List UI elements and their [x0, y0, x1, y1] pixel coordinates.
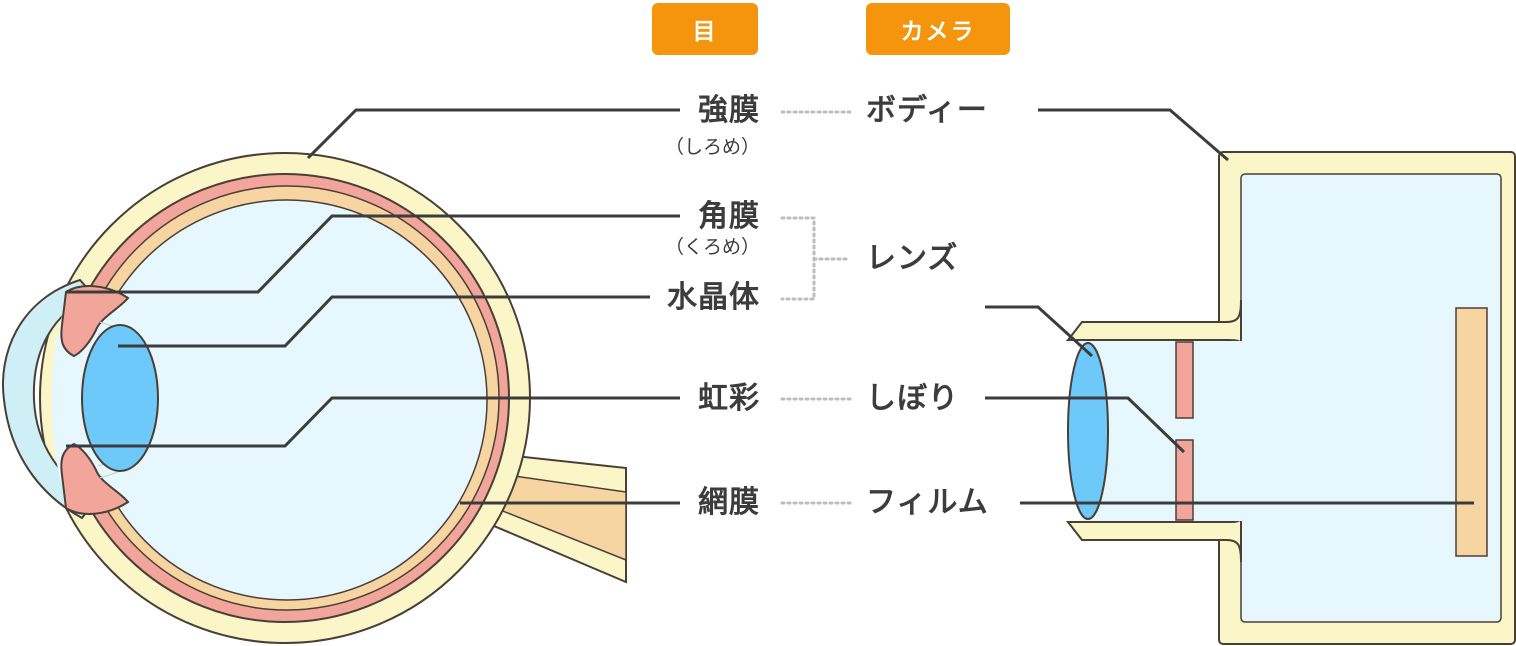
leader-iris: [66, 396, 680, 448]
leader-aperture: [985, 396, 1186, 454]
cornea-shape: [2, 278, 98, 520]
label-camera-body: ボディー: [866, 93, 988, 128]
label-camera-lens: レンズ: [866, 241, 959, 276]
label-cornea-reading: （くろめ）: [664, 236, 760, 258]
leader-cornea: [66, 214, 680, 294]
label-sclera-reading: （しろめ）: [664, 136, 760, 158]
label-sclera: 強膜: [698, 93, 760, 128]
lens-barrel-upper: [1065, 299, 1242, 347]
film-shape: [1455, 307, 1488, 557]
aperture-upper: [1175, 341, 1194, 419]
leader-lens: [118, 295, 650, 348]
dotted-connectors: [780, 110, 852, 505]
aperture-lower: [1175, 439, 1194, 521]
label-crystalline-lens: 水晶体: [667, 280, 760, 315]
lens-barrel-lower: [1065, 515, 1242, 563]
crystalline-lens-shape: [81, 324, 159, 472]
iris-lower: [60, 442, 130, 515]
camera-header-badge: カメラ: [866, 3, 1010, 55]
label-iris: 虹彩: [698, 381, 760, 416]
label-retina: 網膜: [698, 485, 760, 520]
leader-body: [1038, 108, 1229, 162]
leader-lines: [66, 108, 1474, 505]
camera-header-text: カメラ: [900, 19, 976, 45]
iris-upper: [60, 285, 130, 358]
leader-sclera: [306, 108, 680, 160]
dots-cornea-lens: [780, 216, 816, 301]
camera-illustration: [1065, 151, 1516, 645]
leader-camera-lens: [985, 305, 1094, 358]
eye-header-text: 目: [692, 19, 718, 45]
label-film: フィルム: [866, 485, 989, 520]
label-aperture: しぼり: [866, 381, 959, 416]
eye-header-badge: 目: [652, 3, 758, 55]
label-cornea: 角膜: [698, 199, 760, 234]
camera-lens-shape: [1067, 342, 1109, 520]
